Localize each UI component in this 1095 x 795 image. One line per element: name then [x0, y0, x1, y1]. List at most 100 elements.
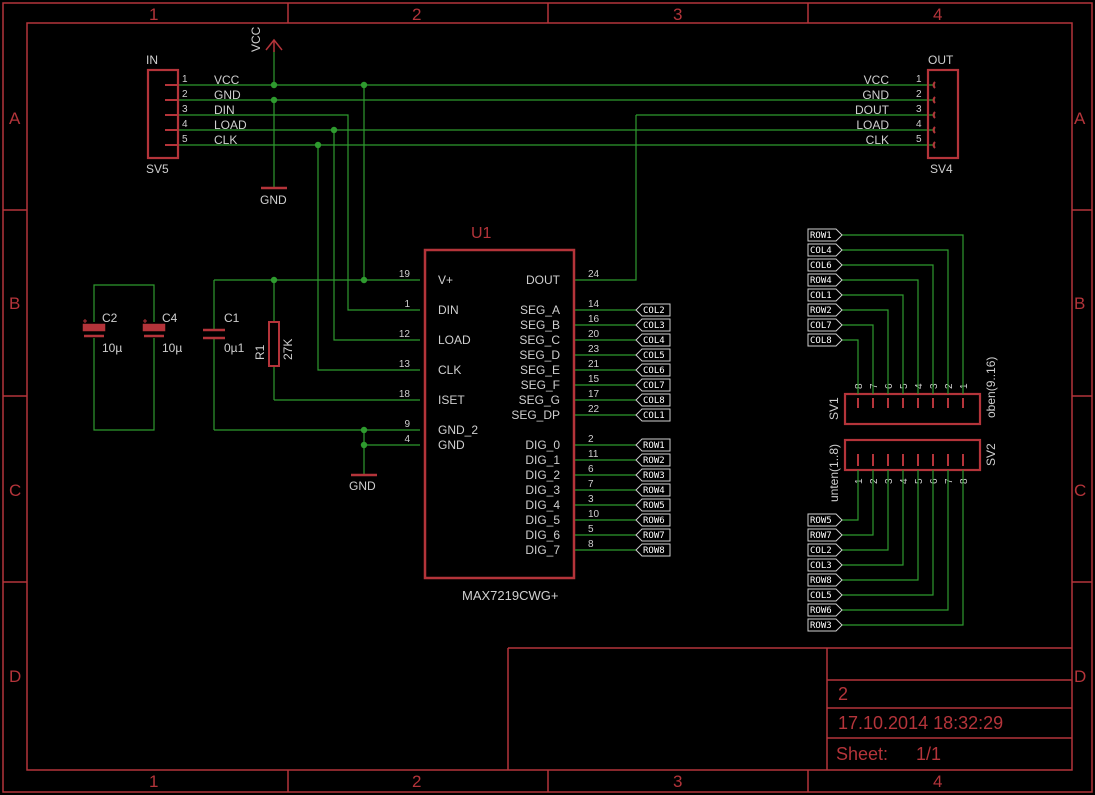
frame-col-label-bottom: 2	[412, 772, 421, 791]
u1-pin-number: 18	[399, 389, 411, 400]
sv1-net-tag	[807, 273, 843, 287]
sv1-pin-number: 3	[929, 383, 940, 389]
u1-pin-number: 19	[399, 269, 411, 280]
sv1-net-label: ROW2	[810, 306, 832, 316]
u1-pin-number: 15	[588, 374, 600, 385]
seg-net-tag	[635, 303, 671, 317]
sv1-wire	[842, 264, 934, 394]
sv4-pin-socket	[932, 126, 936, 134]
u1-pin-name: DIG_1	[525, 453, 560, 467]
sv2-net-label: COL2	[810, 546, 832, 556]
sv2-net-label: ROW3	[810, 621, 832, 631]
sv4-pin-name: CLK	[866, 133, 889, 147]
sv1-side-label: oben(9..16)	[984, 357, 998, 418]
sv2-wire	[842, 470, 859, 521]
u1-pin-name: SEG_A	[520, 303, 560, 317]
u1-pin-name: SEG_F	[521, 378, 560, 392]
sv1-net-tag	[807, 228, 843, 242]
sv2-net-tag	[807, 618, 843, 632]
sv1-net-label: ROW1	[810, 231, 832, 241]
junctions	[270, 81, 368, 449]
seg-net-label: COL2	[643, 306, 665, 316]
u1-value: MAX7219CWG+	[462, 588, 558, 603]
frame-row-label-right: D	[1074, 667, 1086, 686]
u1-pin-name: SEG_D	[519, 348, 560, 362]
u1-pin-number: 8	[588, 539, 594, 550]
sv5-pin-name: CLK	[214, 133, 237, 147]
sv1-net-label: COL8	[810, 336, 832, 346]
sv4-pin-number: 1	[916, 74, 922, 85]
dig-net-tag	[635, 513, 671, 527]
sv2-net-tag	[807, 513, 843, 527]
u1-pin-number: 11	[588, 449, 599, 460]
sv4-pin-number: 3	[916, 104, 922, 115]
title-block-sheet-value: 1/1	[916, 744, 941, 764]
sv1-net-tag	[807, 303, 843, 317]
sv1-pin-number: 7	[869, 383, 880, 389]
u1-pin-number: 23	[588, 344, 600, 355]
u1-pin-number: 12	[399, 329, 411, 340]
r1-value: 27K	[281, 339, 295, 360]
sv1-wire	[842, 279, 919, 394]
u1-pin-name: SEG_G	[519, 393, 560, 407]
sv2-net-tag	[807, 558, 843, 572]
gnd-label-top: GND	[260, 193, 287, 207]
sv4-pin-socket	[932, 141, 936, 149]
u1-pin-number: 13	[399, 359, 411, 370]
u1-pin-name: DOUT	[526, 273, 561, 287]
sv1-pin-number: 5	[899, 383, 910, 389]
sv2-net-label: COL3	[810, 561, 832, 571]
u1-pin-name: SEG_B	[520, 318, 560, 332]
u1-pin-number: 10	[588, 509, 600, 520]
u1-pin-number: 17	[588, 389, 600, 400]
u1-pin-number: 16	[588, 314, 600, 325]
seg-net-label: COL1	[643, 411, 665, 421]
sv4-pin-number: 5	[916, 134, 922, 145]
sv2-connector-body	[843, 438, 982, 472]
c2-capacitor	[82, 319, 106, 338]
frame-col-label-top: 1	[149, 5, 158, 24]
u1-pin-name: DIG_0	[525, 438, 560, 452]
title-block	[507, 647, 1072, 770]
sv2-net-label: ROW6	[810, 606, 832, 616]
sv4-connector-body	[926, 68, 960, 160]
u1-pin-name: DIG_6	[525, 528, 560, 542]
sv5-pin-name: DIN	[214, 103, 235, 117]
dig-net-label: ROW6	[643, 516, 665, 526]
r1-resistor	[268, 321, 280, 367]
u1-pin-name: DIG_3	[525, 483, 560, 497]
sv5-top-label: IN	[146, 53, 158, 67]
dig-net-tag	[635, 528, 671, 542]
u1-pin-number: 14	[588, 299, 600, 310]
u1-pin-name: GND_2	[438, 423, 478, 437]
sv1-net-label: COL7	[810, 321, 832, 331]
sv2-name: SV2	[984, 443, 998, 466]
sv5-pin-number: 5	[182, 134, 188, 145]
u1-pin-number: 21	[588, 359, 600, 370]
dig-net-label: ROW1	[643, 441, 665, 451]
c4-capacitor	[142, 319, 166, 338]
frame-row-label-right: C	[1074, 481, 1086, 500]
dig-net-label: ROW7	[643, 531, 665, 541]
dig-net-tag	[635, 498, 671, 512]
sv1-wire	[842, 324, 874, 394]
dig-net-label: ROW2	[643, 456, 665, 466]
sv2-net-label: ROW5	[810, 516, 832, 526]
u1-pin-number: 6	[588, 464, 594, 475]
seg-net-label: COL3	[643, 321, 665, 331]
sv1-net-label: COL1	[810, 291, 832, 301]
u1-pin-name: DIG_2	[525, 468, 560, 482]
sv2-net-tag	[807, 528, 843, 542]
frame-row-label-left: A	[9, 109, 21, 128]
u1-pin-name: LOAD	[438, 333, 471, 347]
sv4-pin-socket	[932, 81, 936, 89]
seg-net-label: COL6	[643, 366, 665, 376]
sv5-pin-number: 1	[182, 74, 188, 85]
seg-net-tag	[635, 378, 671, 392]
sv2-pin-number: 1	[854, 478, 865, 484]
sv4-pin-number: 4	[916, 119, 922, 130]
dig-net-tag	[635, 453, 671, 467]
